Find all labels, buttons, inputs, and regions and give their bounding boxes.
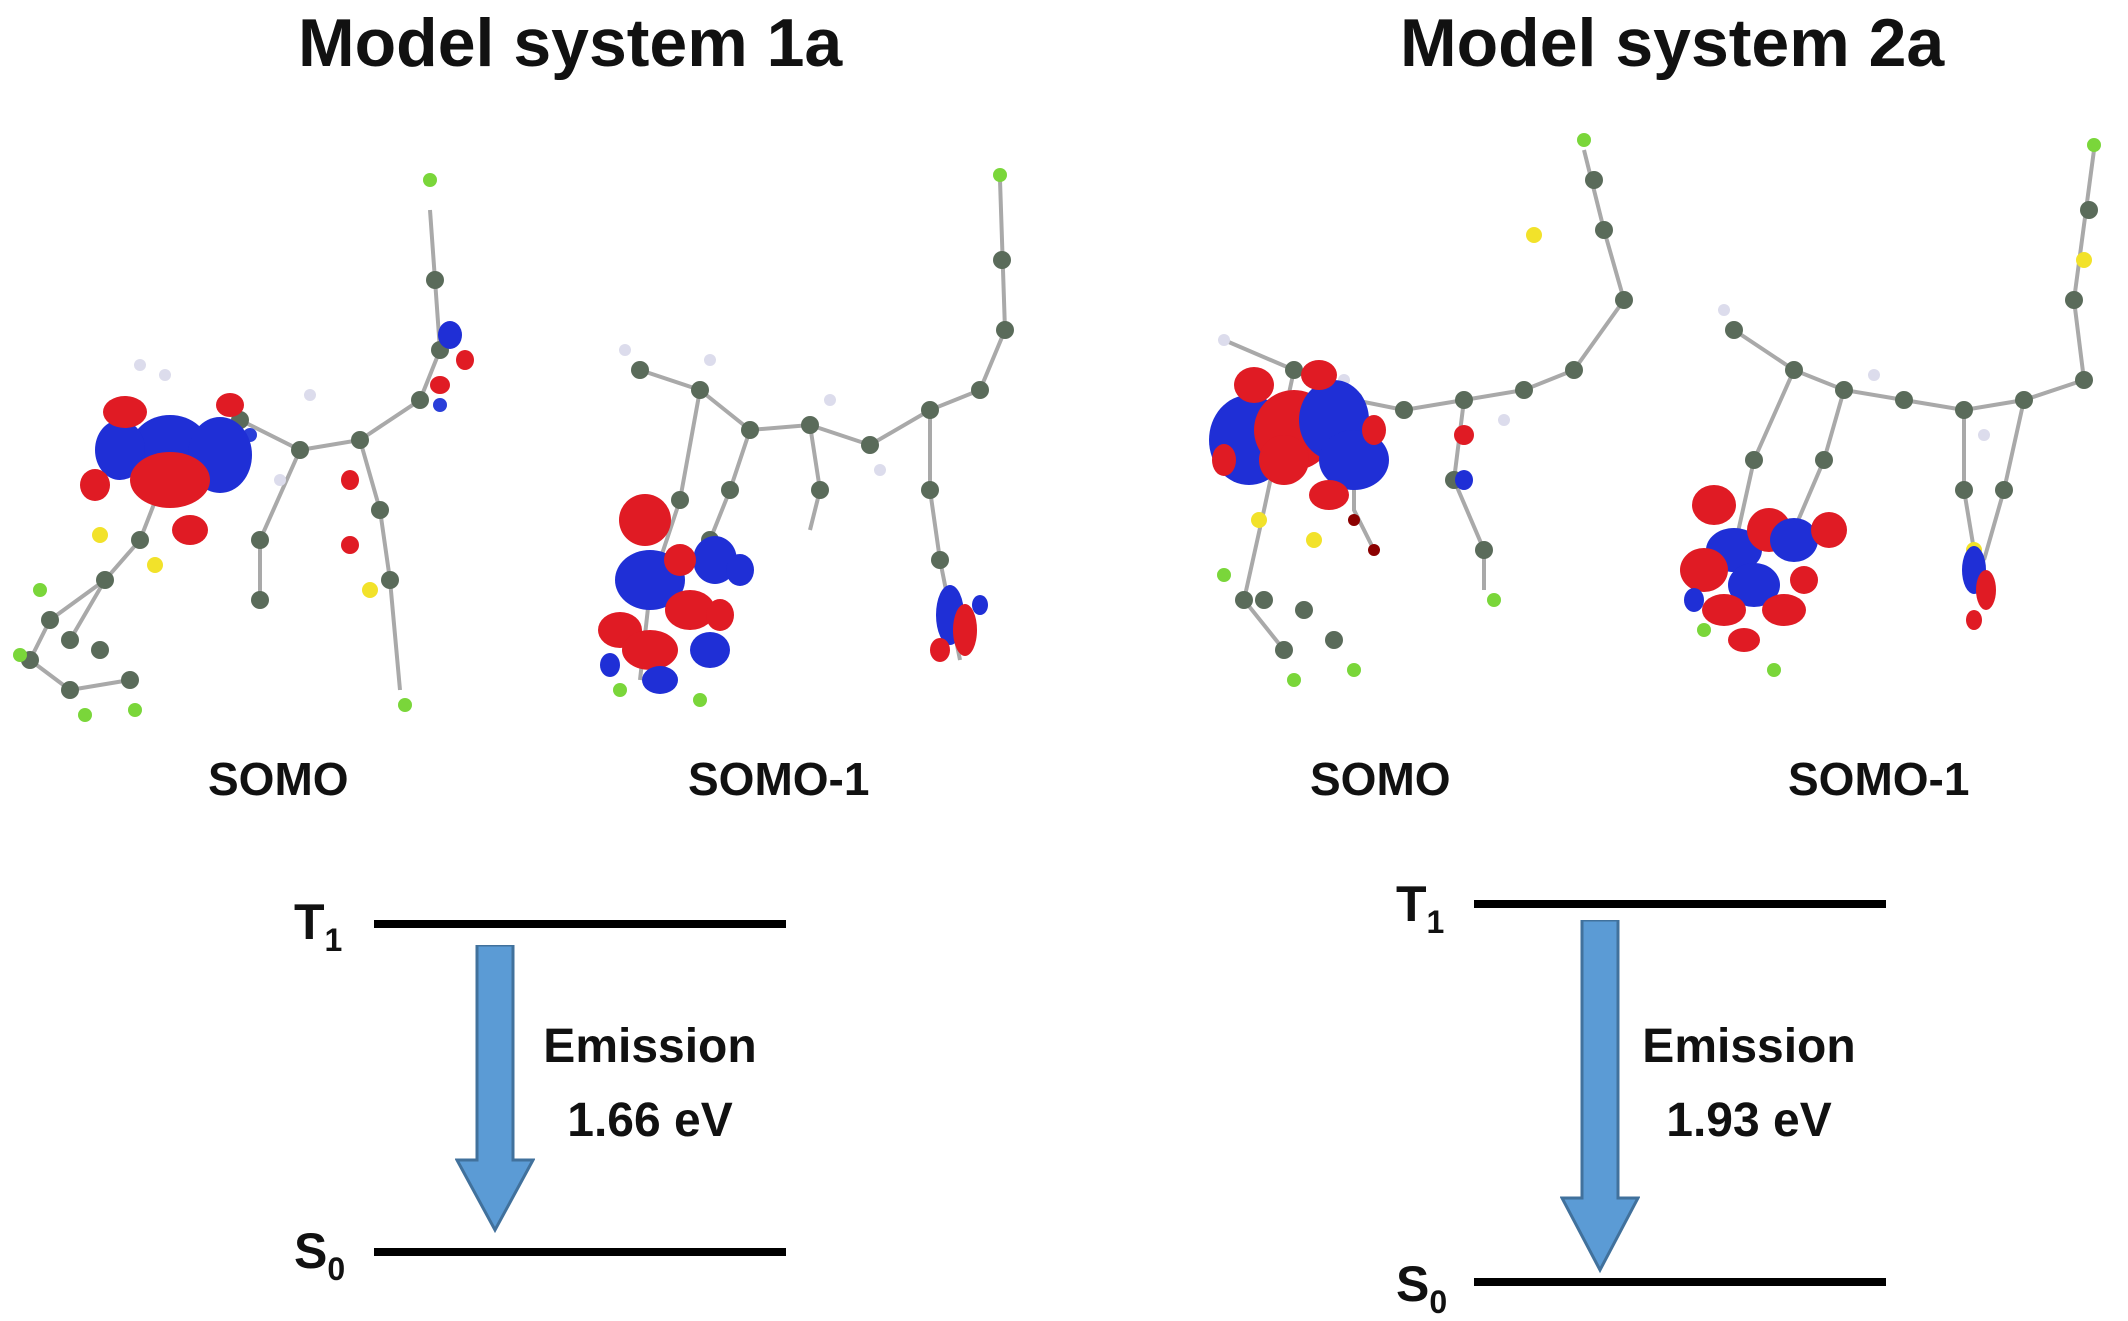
somo-molecule-2a [1209, 133, 1633, 687]
lower-level-line [374, 1248, 786, 1256]
emission-text: Emission 1.66 eV [525, 1010, 775, 1158]
orbital-label-somo-1: SOMO-1 [1788, 753, 1970, 805]
panel-model-2a: Model system 2a [1064, 0, 2128, 1320]
upper-level-line [374, 920, 786, 928]
emission-label: Emission [543, 1020, 757, 1073]
somo-1-molecule-1a [598, 168, 1014, 707]
emission-arrow [455, 945, 535, 1234]
emission-text: Emission 1.93 eV [1624, 1010, 1874, 1158]
orbital-label-somo: SOMO [1310, 753, 1451, 805]
lower-state-label: S0 [294, 1223, 346, 1287]
somo-1-molecule-2a [1680, 138, 2101, 677]
orbital-label-somo: SOMO [208, 753, 349, 805]
panel-model-1a: Model system 1a [0, 0, 1064, 1317]
panel-title: Model system 2a [1400, 5, 1945, 81]
upper-state-label: T1 [1396, 876, 1445, 940]
somo-molecule-1a [13, 173, 474, 722]
emission-energy: 1.93 eV [1666, 1094, 1832, 1147]
emission-label: Emission [1642, 1020, 1856, 1073]
lower-state-label: S0 [1396, 1256, 1448, 1320]
upper-state-label: T1 [294, 894, 343, 958]
emission-arrow [1560, 920, 1640, 1274]
panel-title: Model system 1a [298, 5, 843, 81]
lower-level-line [1474, 1278, 1886, 1286]
upper-level-line [1474, 900, 1886, 908]
emission-energy: 1.66 eV [567, 1094, 733, 1147]
orbital-label-somo-1: SOMO-1 [688, 753, 870, 805]
